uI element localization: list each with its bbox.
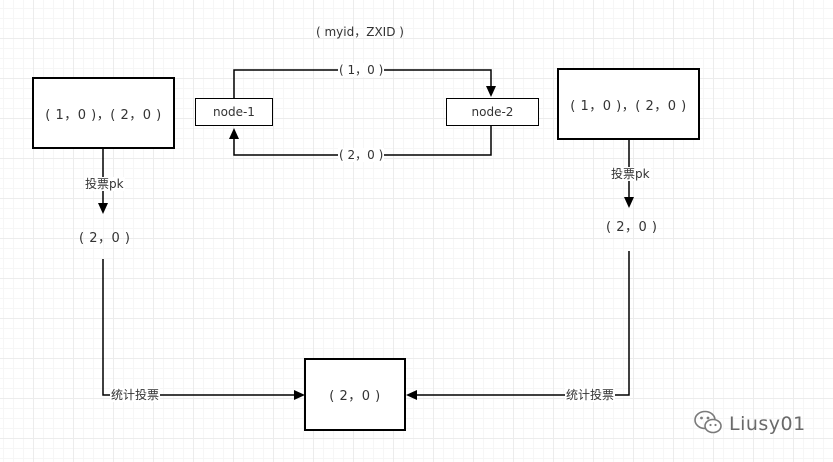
chat-bubble-icon xyxy=(693,409,723,439)
final-result-text: ( 2，0 ) xyxy=(329,389,381,404)
left-count-label: 统计投票 xyxy=(110,388,161,402)
arrowhead-left-pk xyxy=(98,203,108,214)
arrowhead-into-node1 xyxy=(229,128,239,139)
node-1-label: node-1 xyxy=(213,105,255,119)
bottom-arrow-label: ( 2，0 ) xyxy=(338,148,385,162)
node-1-box[interactable]: node-1 xyxy=(195,98,273,126)
node-2-label: node-2 xyxy=(471,105,514,119)
final-result-box[interactable]: ( 2，0 ) xyxy=(304,358,406,431)
edge-left-to-final xyxy=(102,259,302,396)
top-arrow-label: ( 1，0 ) xyxy=(338,63,385,77)
arrowhead-into-node2 xyxy=(486,86,496,97)
right-votes-box[interactable]: ( 1，0 )，( 2，0 ) xyxy=(557,68,700,140)
arrowhead-left-into-final xyxy=(294,390,305,400)
left-votes-box[interactable]: ( 1，0 )，( 2，0 ) xyxy=(32,77,175,149)
left-votes-text: ( 1，0 )，( 2，0 ) xyxy=(45,107,162,123)
edge-right-to-final xyxy=(409,251,630,396)
watermark: Liusy01 xyxy=(693,409,806,439)
watermark-text: Liusy01 xyxy=(729,413,806,435)
arrowhead-right-pk xyxy=(624,197,634,208)
left-result-label: ( 2，0 ) xyxy=(79,231,131,246)
pair-format-label: ( myid，ZXID ) xyxy=(316,25,404,39)
node-2-box[interactable]: node-2 xyxy=(446,98,539,126)
right-count-label: 统计投票 xyxy=(565,388,616,402)
arrowhead-right-into-final xyxy=(406,390,417,400)
right-votes-text: ( 1，0 )，( 2，0 ) xyxy=(570,98,687,114)
right-result-label: ( 2，0 ) xyxy=(606,220,658,235)
left-pk-label: 投票pk xyxy=(84,177,125,191)
right-pk-label: 投票pk xyxy=(610,167,651,181)
